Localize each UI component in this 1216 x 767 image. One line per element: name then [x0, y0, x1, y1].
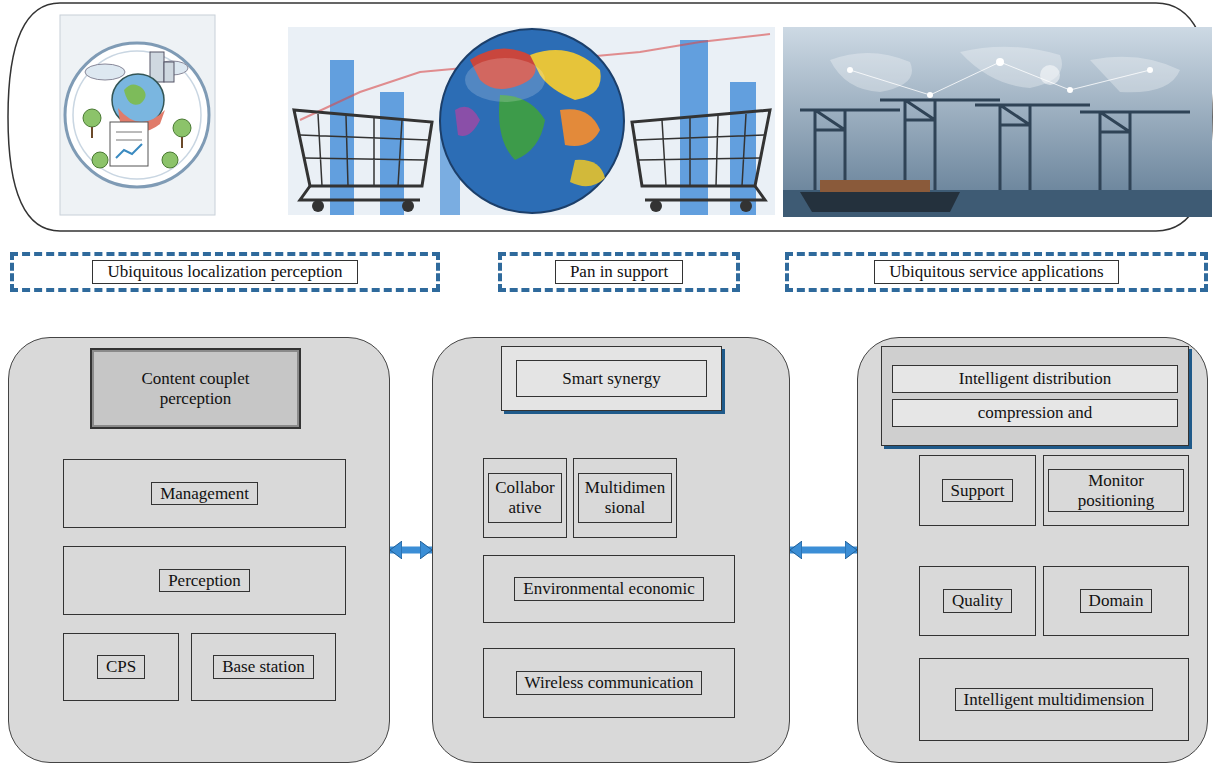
section-label: Ubiquitous localization perception [10, 252, 440, 292]
process-box: Base station [191, 633, 336, 701]
layer-panel: Intelligent distribution compression andS… [857, 337, 1208, 763]
network-dot [996, 58, 1004, 66]
node-text: Base station [213, 655, 314, 679]
photo-background [288, 27, 775, 215]
tree [83, 109, 101, 127]
cart-grid [300, 114, 428, 186]
node-text: Quality [943, 589, 1012, 613]
double-arrow [390, 547, 432, 554]
header-box: Intelligent distribution compression and [881, 346, 1189, 446]
cart-frame [300, 186, 420, 200]
tree-trunk [181, 137, 183, 148]
node-text: Wireless communication [516, 671, 703, 695]
header-box: Smart synergy [501, 346, 722, 411]
tree [162, 152, 178, 168]
icon-background [60, 15, 215, 215]
containers [820, 180, 930, 192]
tree [92, 152, 108, 168]
light-glow [1040, 65, 1060, 85]
continent [560, 109, 600, 146]
process-box: Perception [63, 546, 346, 615]
node-text: Multidimen sional [578, 473, 672, 522]
network-line [850, 62, 1150, 95]
node-text: Monitor positioning [1048, 469, 1184, 512]
process-box: Intelligent multidimension [919, 658, 1189, 741]
process-box: Collabor ative [483, 458, 567, 538]
node-text: Ubiquitous service applications [874, 260, 1118, 284]
ship [800, 192, 960, 212]
cart-wheel [650, 200, 662, 212]
water [783, 190, 1212, 217]
node-text: Pan in support [555, 260, 683, 284]
node-text: Content couplet perception [96, 368, 295, 409]
cloud [85, 64, 125, 80]
document-line [116, 132, 142, 133]
process-box: Support [919, 455, 1036, 526]
shopping-cart [294, 110, 432, 186]
process-box: Domain [1043, 566, 1189, 636]
node-text: Support [942, 479, 1014, 503]
cart-wheel [312, 200, 324, 212]
photo-background [783, 27, 1212, 217]
shopping-cart [632, 110, 770, 186]
node-text: Domain [1080, 589, 1153, 613]
node-text: Environmental economic [514, 577, 703, 601]
document-chart [116, 144, 142, 158]
bar [680, 40, 708, 215]
document [110, 122, 148, 166]
node-text: CPS [97, 655, 145, 679]
crane [800, 110, 900, 190]
image-frame [8, 3, 1212, 231]
node-text: Ubiquitous localization perception [92, 260, 357, 284]
tree-trunk [91, 127, 93, 138]
node-text: Perception [159, 569, 250, 593]
process-box: Monitor positioning [1043, 455, 1189, 526]
crane [975, 105, 1090, 190]
layer-panel: Content couplet perceptionManagementPerc… [8, 337, 390, 763]
bar [730, 82, 756, 215]
section-label: Pan in support [498, 252, 740, 292]
document-line [116, 140, 142, 141]
cart-wheel [402, 200, 414, 212]
world-map [830, 47, 1180, 93]
icon-ring-inner [73, 51, 201, 179]
network-dot [1067, 87, 1073, 93]
process-box: Management [63, 459, 346, 528]
node-text: Smart synergy [516, 360, 707, 398]
process-box: CPS [63, 633, 179, 701]
node-text: compression and [892, 399, 1178, 427]
layer-panel: Smart synergyCollabor ative Multidimen si… [432, 337, 790, 763]
node-text: Intelligent multidimension [955, 688, 1154, 712]
node-text: Intelligent distribution [892, 365, 1178, 393]
cart-wheel [740, 200, 752, 212]
crane [1080, 112, 1190, 190]
node-text: Collabor ative [488, 473, 562, 522]
globe [440, 29, 624, 213]
network-dot [1147, 67, 1153, 73]
globe-highlight [465, 58, 545, 102]
header-box: Content couplet perception [90, 348, 301, 429]
icon-ring [65, 43, 209, 187]
network-dot [927, 92, 933, 98]
continent [455, 107, 480, 136]
continent [570, 160, 605, 186]
cart-frame [645, 186, 765, 200]
node-text: Management [151, 482, 258, 506]
crane [880, 100, 1000, 190]
building [164, 62, 174, 82]
process-box: Environmental economic [483, 555, 735, 623]
continent [124, 84, 146, 104]
double-arrow [790, 547, 857, 554]
process-box: Wireless communication [483, 648, 735, 718]
tree [173, 119, 191, 137]
cart-grid [636, 114, 764, 186]
continent [499, 95, 545, 160]
process-box: Multidimen sional [573, 458, 677, 538]
section-label: Ubiquitous service applications [785, 252, 1208, 292]
process-box: Quality [919, 566, 1036, 636]
network-dot [847, 67, 853, 73]
